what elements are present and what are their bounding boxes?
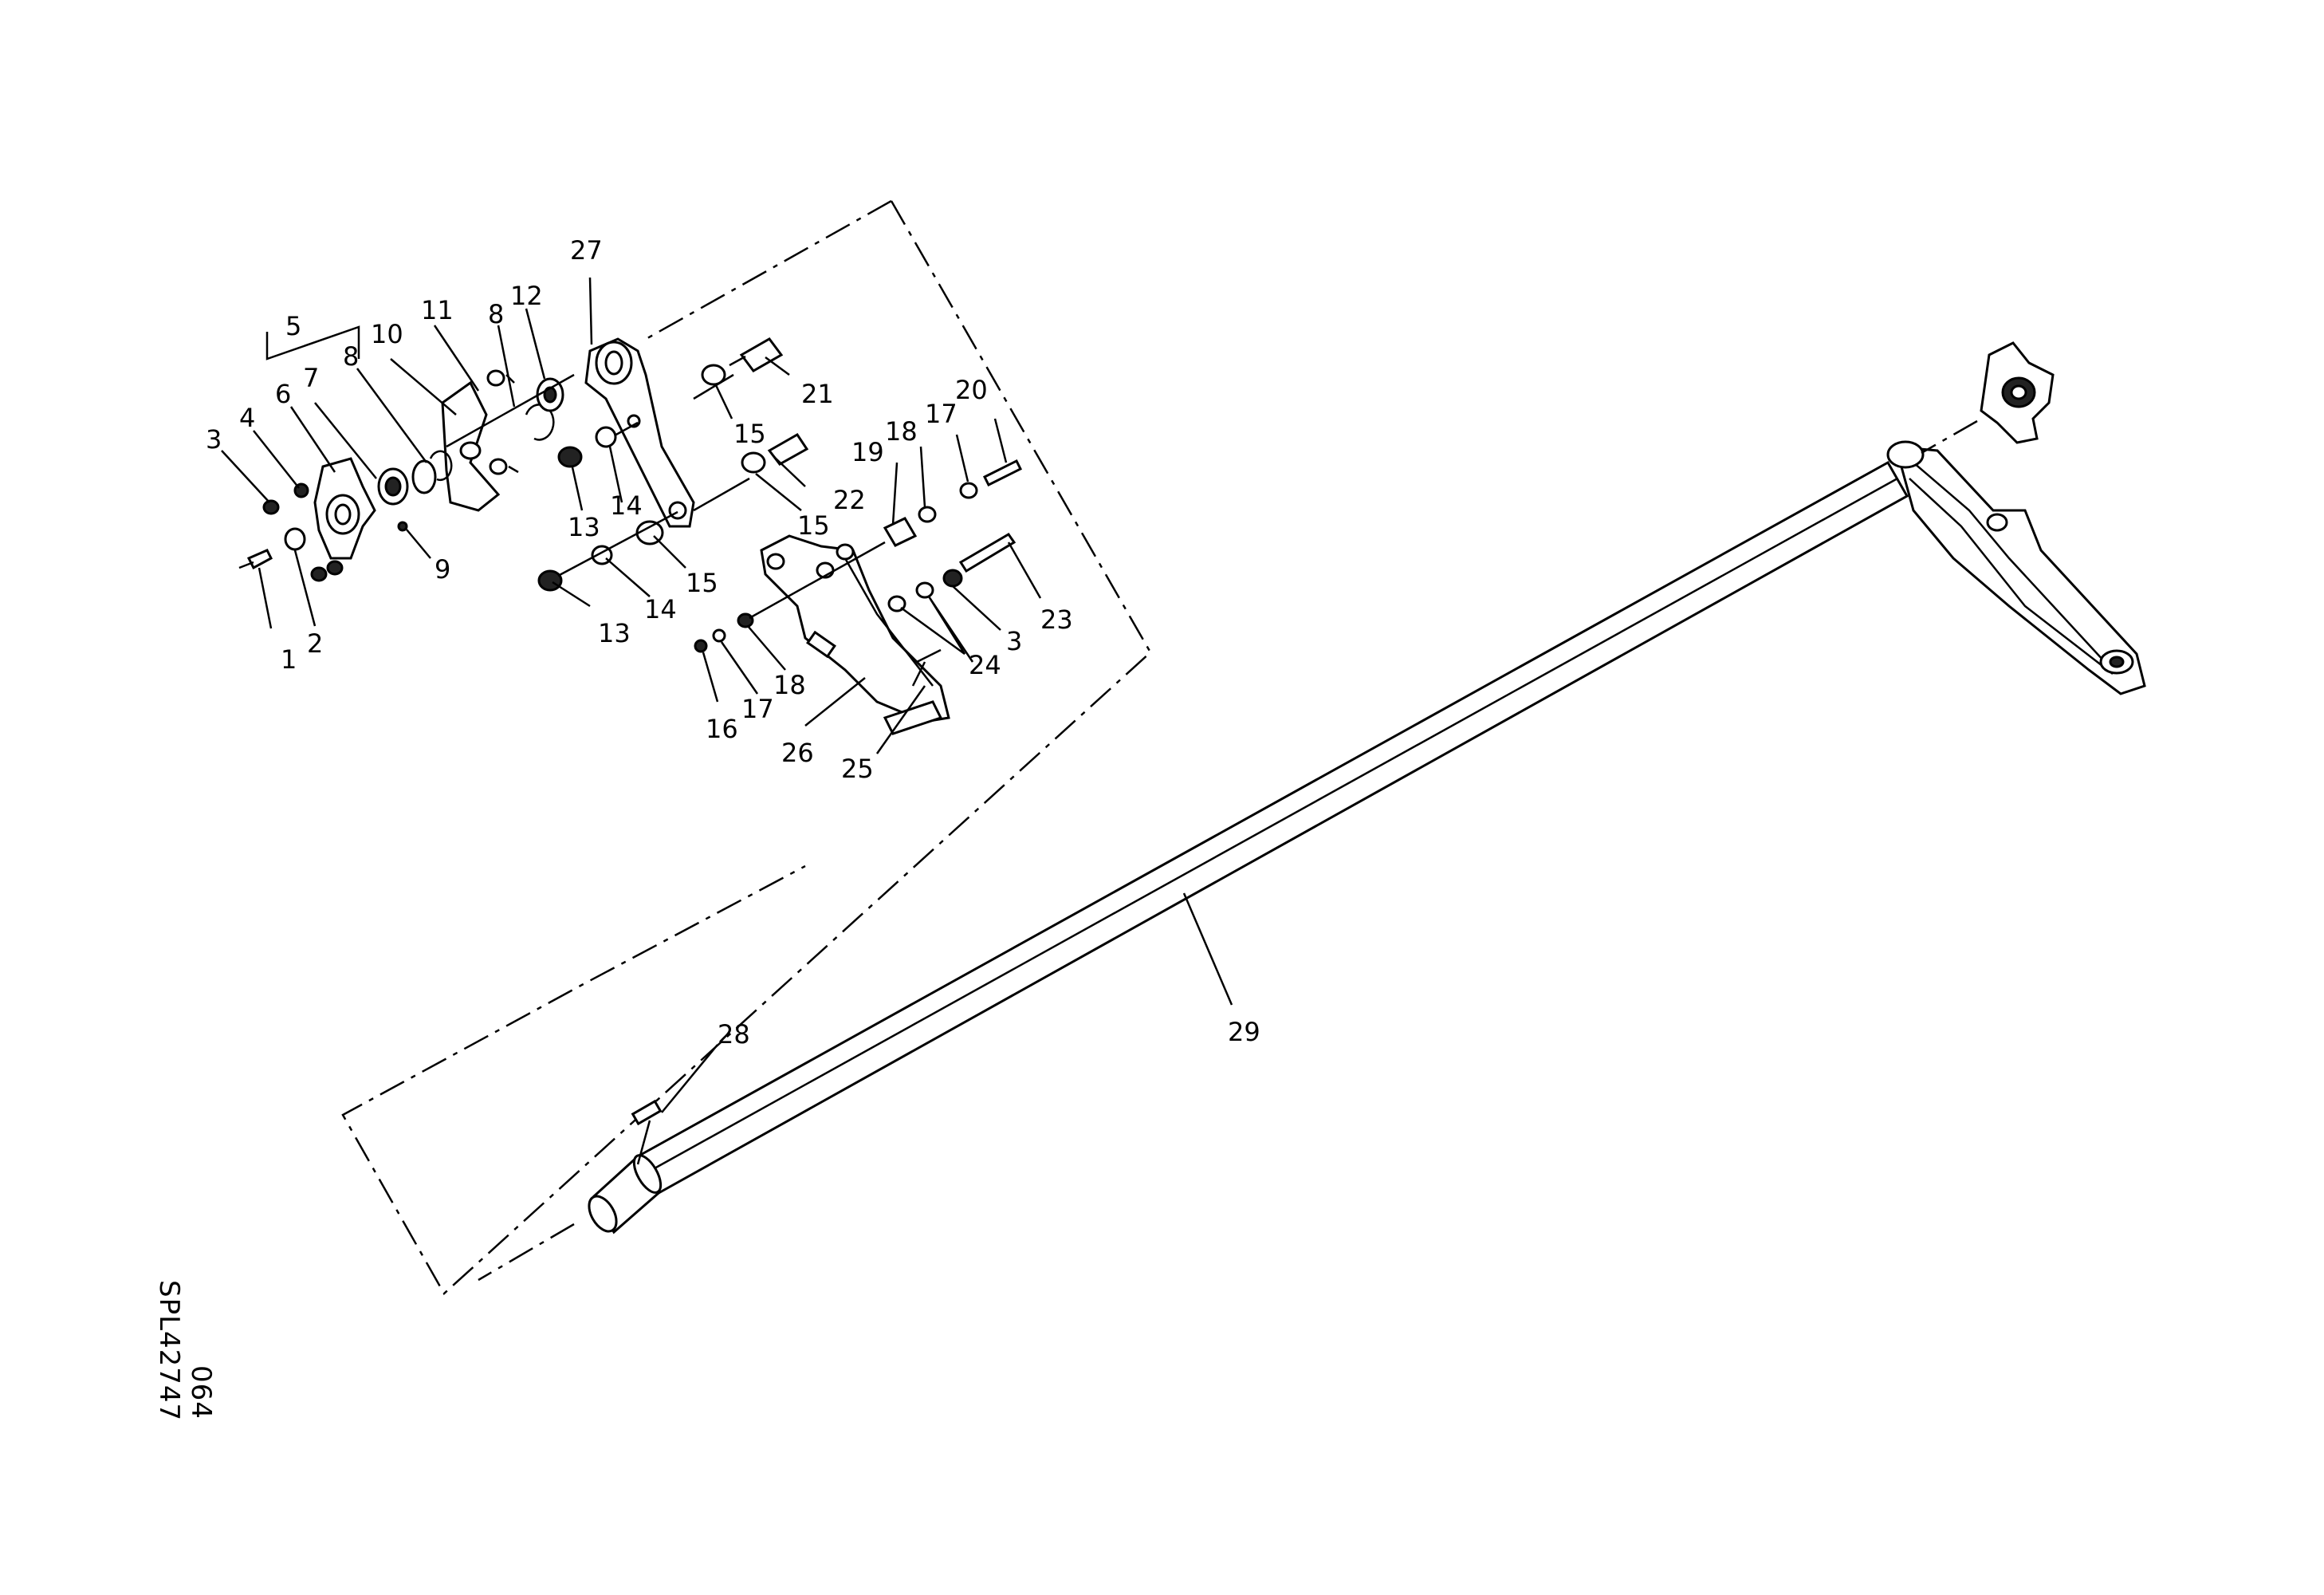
callout-18b: 18: [773, 670, 806, 700]
callout-24: 24: [969, 650, 1001, 680]
callout-3: 3: [206, 424, 222, 455]
drawing-reference: SPL42747: [153, 1280, 185, 1422]
assembly-boundary: [341, 200, 1152, 1295]
callout-19: 19: [851, 437, 884, 467]
callout-18a: 18: [885, 416, 918, 447]
callout-7: 7: [303, 363, 319, 393]
callout-15b: 15: [797, 510, 830, 541]
callout-8b: 8: [488, 299, 504, 329]
callout-17a: 17: [925, 399, 958, 429]
callout-21: 21: [801, 379, 834, 409]
callout-12: 12: [510, 281, 543, 311]
callout-23: 23: [1040, 605, 1073, 635]
support-bracket: [694, 459, 1023, 735]
callout-26: 26: [781, 738, 814, 768]
callout-28: 28: [718, 1019, 750, 1050]
leader-lines: [221, 277, 1233, 1165]
callout-labels: 1 2 3 4 5 6 7 8 9 10 11 8 12 27 13 14 13…: [206, 235, 1260, 1050]
right-bracket-assembly: [1886, 341, 2146, 695]
callout-8a: 8: [343, 341, 359, 372]
callout-20: 20: [955, 375, 988, 405]
callout-25: 25: [841, 754, 874, 784]
callout-1: 1: [281, 644, 297, 675]
callout-14b: 14: [644, 594, 677, 624]
callout-29: 29: [1228, 1017, 1260, 1047]
callout-15a: 15: [733, 419, 766, 449]
callout-14a: 14: [610, 490, 643, 521]
callout-22: 22: [833, 485, 866, 515]
callout-15c: 15: [686, 568, 718, 598]
main-shaft: [478, 460, 1909, 1282]
callout-9: 9: [435, 554, 450, 585]
callout-10: 10: [371, 319, 403, 349]
callout-13a: 13: [568, 512, 600, 542]
callout-17b: 17: [741, 694, 774, 724]
bearing-flange-group: [238, 369, 575, 582]
drawing-sub-reference: 064: [185, 1365, 217, 1420]
callout-2: 2: [307, 628, 323, 659]
callout-5: 5: [285, 311, 301, 341]
callout-16: 16: [706, 714, 738, 744]
callout-3b: 3: [1006, 626, 1022, 656]
callout-13b: 13: [598, 618, 631, 648]
lever-arm: [584, 337, 750, 528]
callout-6: 6: [275, 379, 291, 409]
callout-11: 11: [421, 295, 454, 325]
callout-4: 4: [239, 403, 255, 433]
callout-27: 27: [570, 235, 603, 266]
